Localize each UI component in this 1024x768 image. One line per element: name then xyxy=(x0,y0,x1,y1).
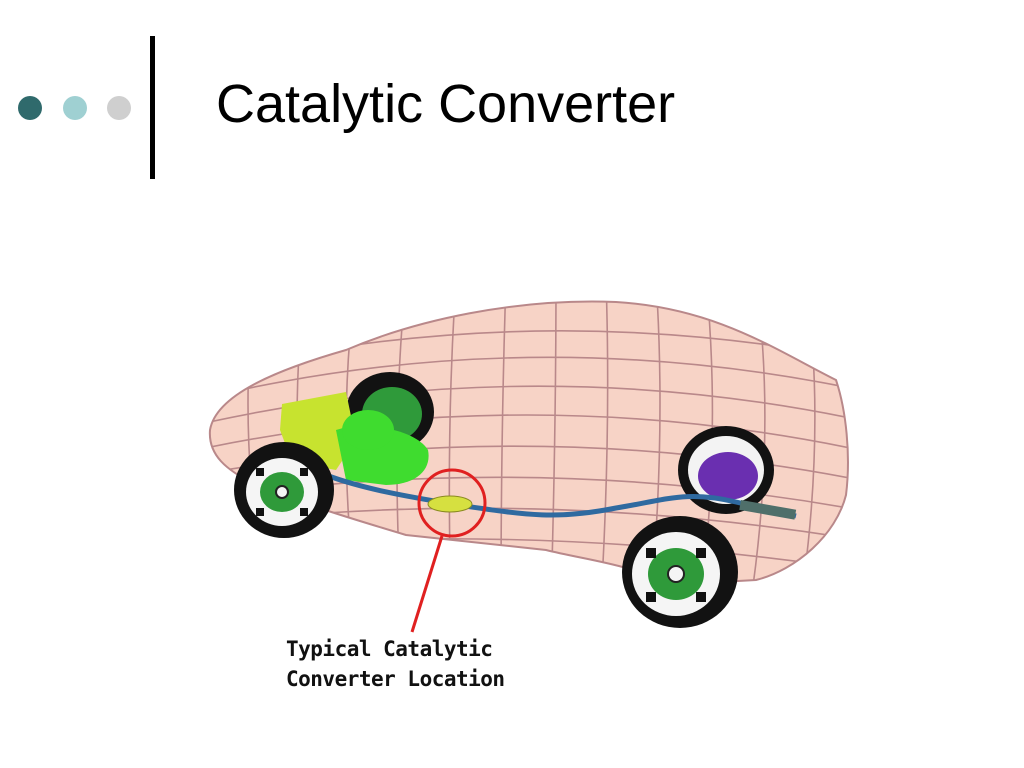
converter-highlight-circle xyxy=(417,468,487,538)
rear-wheel xyxy=(622,516,738,628)
car-illustration xyxy=(196,280,860,700)
callout-line-1: Typical Catalytic xyxy=(286,637,493,661)
callout-pointer-line xyxy=(410,535,444,633)
catalytic-converter xyxy=(427,495,473,513)
car-body xyxy=(208,300,849,587)
fuel-tank xyxy=(698,452,758,500)
car-wireframe-image xyxy=(208,300,849,633)
accent-dot-light xyxy=(63,96,87,120)
slide-title: Catalytic Converter xyxy=(216,74,676,134)
front-wheel xyxy=(234,442,334,538)
accent-dot-dark xyxy=(18,96,42,120)
catalytic-converter-callout: Typical Catalytic Converter Location xyxy=(286,634,505,694)
callout-line-2: Converter Location xyxy=(286,667,505,691)
title-divider xyxy=(150,36,155,179)
accent-dot-grey xyxy=(107,96,131,120)
slide-accent-dots xyxy=(18,96,136,120)
exhaust-pipe xyxy=(325,472,797,519)
muffler-tailpipe xyxy=(739,499,797,520)
